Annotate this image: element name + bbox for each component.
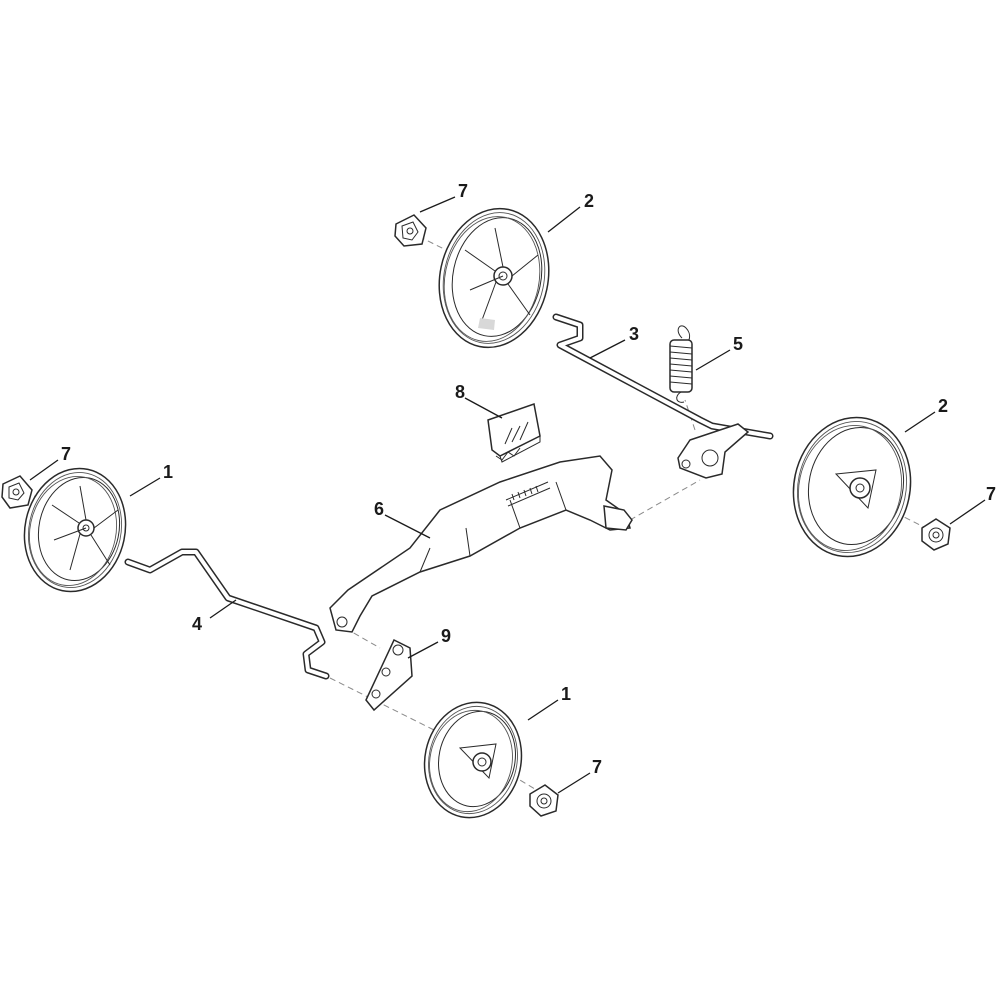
callout-6: 6 (374, 499, 384, 519)
hub-cap-top (394, 214, 427, 247)
spring (669, 325, 693, 403)
hub-cap-right (921, 518, 951, 551)
callout-7-bottom: 7 (592, 757, 602, 777)
hub-cap-left (1, 475, 33, 509)
height-adjuster-arm (329, 455, 633, 633)
leader-lines (29, 196, 986, 794)
wheel-top-rear (438, 207, 550, 349)
callout-1-bottom: 1 (561, 684, 571, 704)
callouts: 7 2 3 5 8 2 7 1 6 7 4 9 1 7 (61, 181, 996, 777)
callout-7-left: 7 (61, 444, 71, 464)
callout-3: 3 (629, 324, 639, 344)
rear-axle-rod (552, 313, 774, 479)
callout-2-top: 2 (584, 191, 594, 211)
front-axle-rod (124, 548, 330, 680)
callout-2-right: 2 (938, 396, 948, 416)
wheel-left-front (23, 467, 127, 593)
callout-7-top: 7 (458, 181, 468, 201)
callout-5: 5 (733, 334, 743, 354)
callout-9: 9 (441, 626, 451, 646)
callout-1-left: 1 (163, 462, 173, 482)
callout-7-right: 7 (986, 484, 996, 504)
wheel-bottom-front (423, 701, 523, 819)
callout-8: 8 (455, 382, 465, 402)
hub-cap-bottom (529, 784, 559, 817)
wheel-right-rear (792, 416, 912, 558)
bracket (365, 638, 413, 712)
clip (487, 403, 541, 463)
callout-4: 4 (192, 614, 202, 634)
